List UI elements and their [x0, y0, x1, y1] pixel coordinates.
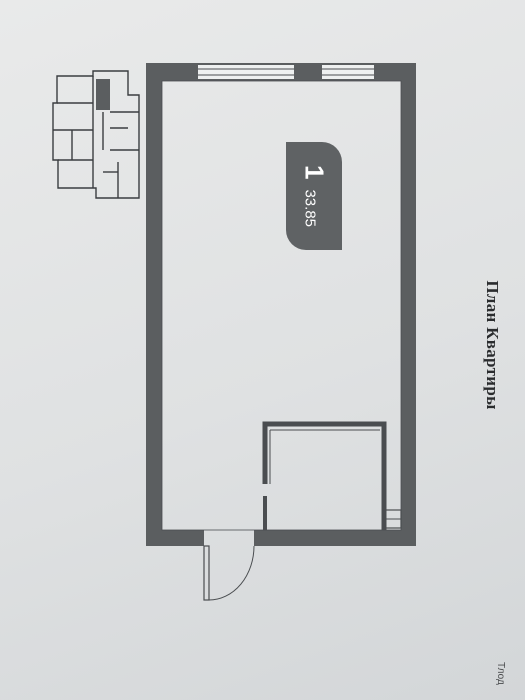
entrance-door [203, 545, 255, 601]
windows [198, 65, 374, 79]
room-number: 1 [299, 164, 330, 180]
room-area: 33.85 [301, 189, 319, 228]
bathroom [262, 421, 402, 530]
key-plan [52, 70, 140, 199]
plan-title: План Квартиры [483, 280, 502, 410]
room-label-badge: 1 33.85 [286, 142, 342, 250]
edge-text: Тлод [495, 662, 506, 685]
room-outline [161, 80, 402, 531]
apartment-walls [146, 63, 416, 546]
key-plan-highlight [96, 79, 110, 110]
